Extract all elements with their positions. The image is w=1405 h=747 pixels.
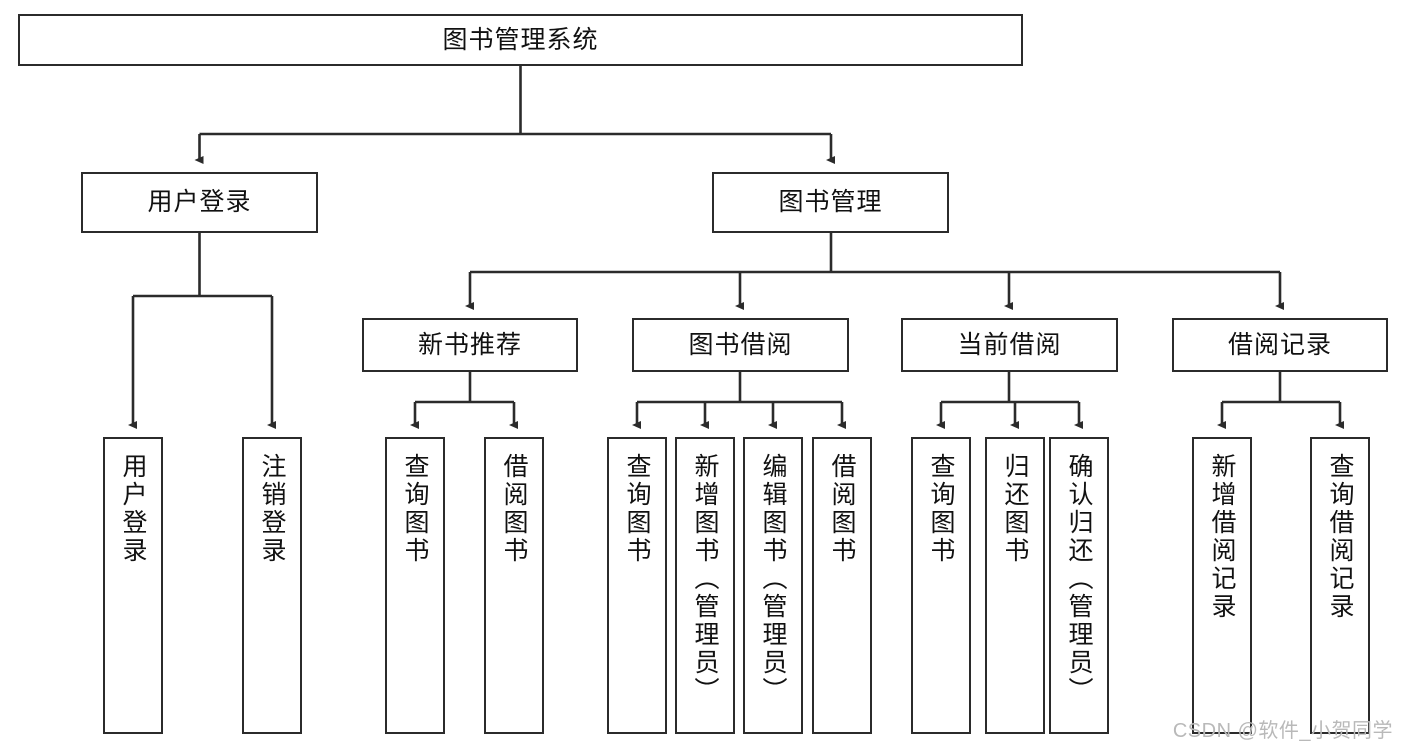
node-leaf-confirm-return-admin[interactable]: 确认归还（管理员） <box>1049 437 1109 734</box>
node-leaf-edit-book-admin-label: 编辑图书（管理员） <box>759 453 787 705</box>
node-book-borrow-label: 图书借阅 <box>688 330 793 359</box>
node-borrow-record-label: 借阅记录 <box>1227 330 1332 359</box>
node-new-book-recommend[interactable]: 新书推荐 <box>362 318 578 372</box>
node-leaf-borrow-book-recommend-label: 借阅图书 <box>500 453 528 565</box>
node-leaf-query-borrow-record[interactable]: 查询借阅记录 <box>1310 437 1370 734</box>
node-root[interactable]: 图书管理系统 <box>18 14 1023 66</box>
node-leaf-user-logout-label: 注销登录 <box>258 453 286 565</box>
node-leaf-borrow-book-recommend[interactable]: 借阅图书 <box>484 437 544 734</box>
node-leaf-query-book-borrow[interactable]: 查询图书 <box>607 437 667 734</box>
node-leaf-query-book-current[interactable]: 查询图书 <box>911 437 971 734</box>
csdn-watermark: CSDN @软件_小贺同学 <box>1172 720 1393 742</box>
node-leaf-query-book-recommend[interactable]: 查询图书 <box>385 437 445 734</box>
node-current-borrow[interactable]: 当前借阅 <box>901 318 1118 372</box>
node-leaf-add-book-admin[interactable]: 新增图书（管理员） <box>675 437 735 734</box>
node-leaf-add-borrow-record[interactable]: 新增借阅记录 <box>1192 437 1252 734</box>
node-leaf-query-book-borrow-label: 查询图书 <box>623 453 651 565</box>
node-leaf-query-borrow-record-label: 查询借阅记录 <box>1326 453 1354 621</box>
node-root-label: 图书管理系统 <box>442 25 599 54</box>
node-leaf-query-book-current-label: 查询图书 <box>927 453 955 565</box>
node-book-management-label: 图书管理 <box>778 188 883 217</box>
node-leaf-add-borrow-record-label: 新增借阅记录 <box>1208 453 1236 621</box>
node-leaf-user-logout[interactable]: 注销登录 <box>242 437 302 734</box>
node-leaf-confirm-return-admin-label: 确认归还（管理员） <box>1065 453 1093 705</box>
node-leaf-borrow-book[interactable]: 借阅图书 <box>812 437 872 734</box>
node-current-borrow-label: 当前借阅 <box>957 330 1062 359</box>
node-new-book-recommend-label: 新书推荐 <box>417 330 522 359</box>
node-leaf-return-book-label: 归还图书 <box>1001 453 1029 565</box>
node-user-login-label: 用户登录 <box>147 188 252 217</box>
node-leaf-borrow-book-label: 借阅图书 <box>828 453 856 565</box>
node-leaf-edit-book-admin[interactable]: 编辑图书（管理员） <box>743 437 803 734</box>
node-leaf-query-book-recommend-label: 查询图书 <box>401 453 429 565</box>
node-book-management[interactable]: 图书管理 <box>712 172 949 233</box>
node-book-borrow[interactable]: 图书借阅 <box>632 318 849 372</box>
node-leaf-user-login-label: 用户登录 <box>119 453 147 565</box>
node-borrow-record[interactable]: 借阅记录 <box>1172 318 1388 372</box>
node-leaf-add-book-admin-label: 新增图书（管理员） <box>691 453 719 705</box>
node-leaf-return-book[interactable]: 归还图书 <box>985 437 1045 734</box>
node-leaf-user-login[interactable]: 用户登录 <box>103 437 163 734</box>
node-user-login[interactable]: 用户登录 <box>81 172 318 233</box>
